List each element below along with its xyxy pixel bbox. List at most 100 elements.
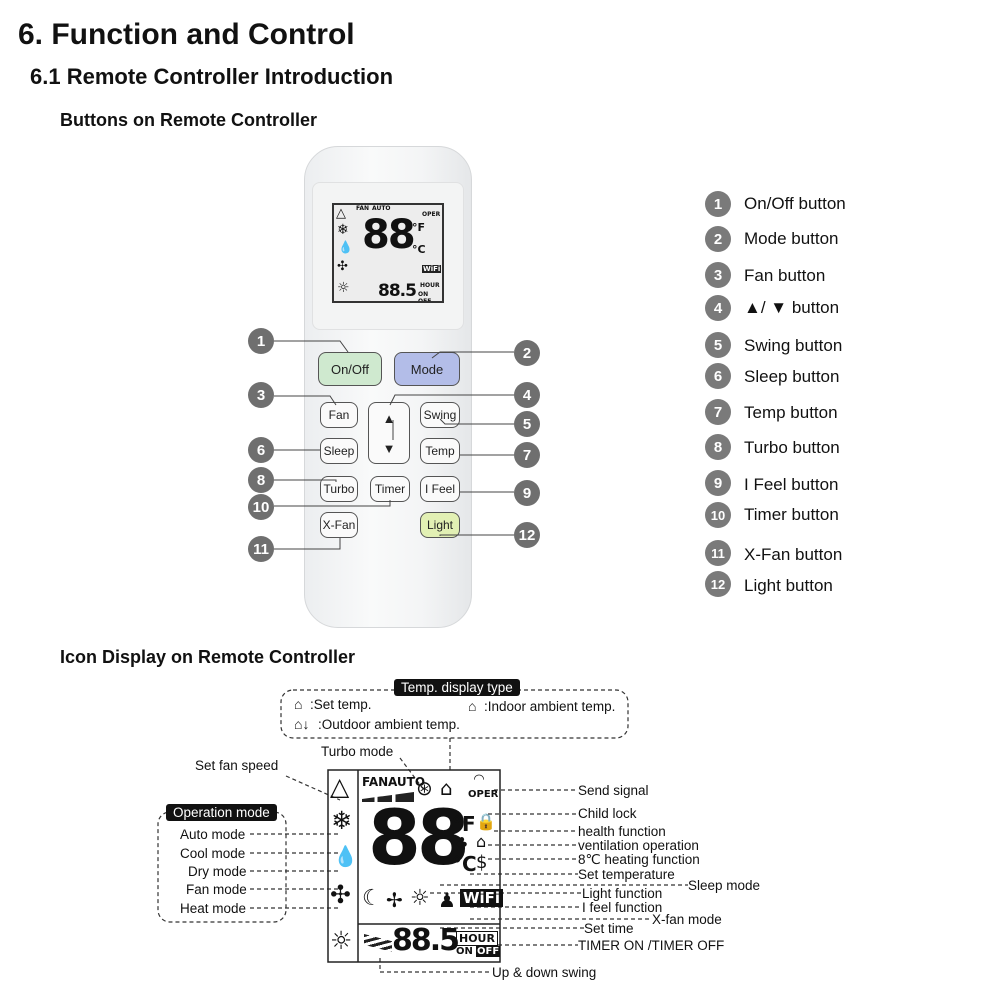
remote-lcd-onoff: ON OFF [418, 291, 432, 303]
legend-label-2: Mode button [744, 229, 839, 248]
dry-mode-label: Dry mode [188, 864, 247, 879]
i-feel-function-label: I feel function [582, 900, 663, 915]
legend-label-9: I Feel button [744, 475, 839, 494]
up-down-button[interactable]: ▲ ▼ [368, 402, 410, 464]
remote-lcd-deg-c: °C [412, 243, 426, 256]
remote-lcd-dry-icon: 💧 [338, 240, 353, 254]
page-title: 6. Function and Control [18, 18, 355, 51]
callout-5: 5 [514, 411, 540, 437]
remote-lcd-fan-text: FAN [356, 205, 370, 212]
lcd-x-fan-icon: ✢ [386, 888, 403, 912]
remote-lcd-screen: FAN AUTO OPER △ ❄ 💧 ✣ ☼ 88 °F °C WiFi 88… [332, 203, 444, 303]
legend-label-11: X-Fan button [744, 545, 843, 564]
fan-mode-label: Fan mode [186, 882, 247, 897]
temp-display-type-tag: Temp. display type [394, 679, 520, 696]
callout-7: 7 [514, 442, 540, 468]
turbo-button[interactable]: Turbo [320, 476, 358, 502]
legend-label-8: Turbo button [744, 438, 840, 457]
lcd-health-icon: ♣ [455, 834, 469, 852]
lcd-dry-mode-icon: 💧 [333, 844, 358, 868]
legend-num-3: 3 [705, 262, 731, 288]
remote-lcd-auto-icon: △ [336, 206, 346, 221]
remote-lcd-hour: HOUR [420, 282, 440, 289]
timer-button[interactable]: Timer [370, 476, 410, 502]
lcd-auto-mode-icon: △ [330, 772, 350, 801]
turbo-mode-label: Turbo mode [321, 744, 394, 759]
lcd-8c-heating-icon: $ [476, 852, 488, 873]
sleep-mode-label: Sleep mode [688, 878, 761, 893]
remote-lcd-cool-icon: ❄ [337, 222, 349, 238]
lcd-signal-icon: ◜◝ [474, 772, 485, 787]
cool-mode-label: Cool mode [180, 846, 246, 861]
legend-num-8: 8 [705, 434, 731, 460]
remote-lcd-heat-icon: ☼ [337, 280, 350, 296]
callout-leader-lines [274, 340, 514, 550]
remote-lcd-auto-text: AUTO [372, 205, 391, 212]
lcd-temp-digits: 88 [368, 793, 470, 882]
lcd-fan-text: FAN [362, 775, 389, 789]
child-lock-label: Child lock [578, 806, 637, 821]
lcd-auto-text: AUTO [388, 775, 426, 789]
lcd-lock-icon: 🔒 [476, 812, 496, 831]
i-feel-button[interactable]: I Feel [420, 476, 460, 502]
set-temp-label: :Set temp. [310, 697, 372, 712]
lcd-light-icon: ☼ [410, 886, 430, 911]
auto-mode-label: Auto mode [180, 827, 246, 842]
remote-lcd-wifi: WiFi [422, 265, 442, 273]
legend-label-10: Timer button [744, 505, 839, 524]
remote-lcd-time: 88.5 [378, 281, 417, 301]
legend-num-6: 6 [705, 363, 731, 389]
callout-12: 12 [514, 522, 540, 548]
outdoor-temp-label: :Outdoor ambient temp. [318, 717, 460, 732]
sleep-button[interactable]: Sleep [320, 438, 358, 464]
remote-lcd-deg-f: °F [412, 221, 426, 234]
indoor-temp-icon: ⌂ [468, 698, 477, 714]
heat-mode-label: Heat mode [180, 901, 247, 916]
up-arrow-icon: ▲ [382, 410, 396, 426]
lcd-deg-f: °F [452, 812, 476, 836]
fan-button[interactable]: Fan [320, 402, 358, 428]
callout-11: 11 [248, 536, 274, 562]
lcd-oper-text: OPER [468, 789, 499, 800]
lcd-wifi-icon: WiFi [460, 889, 504, 907]
icon-display-heading: Icon Display on Remote Controller [60, 647, 356, 667]
send-signal-label: Send signal [578, 783, 649, 798]
lcd-off-text: OFF [476, 946, 501, 957]
callout-9: 9 [514, 480, 540, 506]
remote-lcd-fan-icon: ✣ [337, 259, 348, 274]
lcd-on-text: ON [456, 946, 473, 957]
legend-num-4: 4 [705, 295, 731, 321]
up-down-swing-label: Up & down swing [492, 965, 597, 980]
buttons-heading: Buttons on Remote Controller [60, 110, 317, 130]
temp-button[interactable]: Temp [420, 438, 460, 464]
callout-1: 1 [248, 328, 274, 354]
x-fan-button[interactable]: X-Fan [320, 512, 358, 538]
remote-lcd-digits: 88 [362, 212, 416, 258]
timer-on-off-label: TIMER ON /TIMER OFF [578, 938, 725, 953]
set-temp-icon: ⌂ [294, 696, 303, 712]
down-arrow-icon: ▼ [382, 440, 396, 456]
lcd-ventilation-icon: ⌂ [476, 832, 487, 851]
lcd-fan-mode-icon: ✣ [330, 880, 351, 909]
legend-label-5: Swing button [744, 336, 843, 355]
callout-10: 10 [248, 494, 274, 520]
lcd-cool-mode-icon: ❄ [331, 806, 352, 835]
legend-num-7: 7 [705, 399, 731, 425]
callout-8: 8 [248, 467, 274, 493]
mode-button[interactable]: Mode [394, 352, 460, 386]
operation-mode-tag: Operation mode [166, 804, 277, 821]
legend-label-12: Light button [744, 576, 833, 595]
set-temperature-label: Set temperature [578, 867, 675, 882]
light-button[interactable]: Light [420, 512, 460, 538]
legend-label-6: Sleep button [744, 367, 840, 386]
lcd-heat-mode-icon: ☼ [330, 926, 353, 955]
ventilation-operation-label: ventilation operation [578, 838, 699, 853]
legend-num-10: 10 [705, 502, 731, 528]
lcd-hour-text: HOUR [456, 931, 498, 946]
lcd-sleep-icon: ☾ [362, 886, 382, 911]
health-function-label: health function [578, 824, 666, 839]
legend-num-1: 1 [705, 191, 731, 217]
callout-6: 6 [248, 437, 274, 463]
on-off-button[interactable]: On/Off [318, 352, 382, 386]
